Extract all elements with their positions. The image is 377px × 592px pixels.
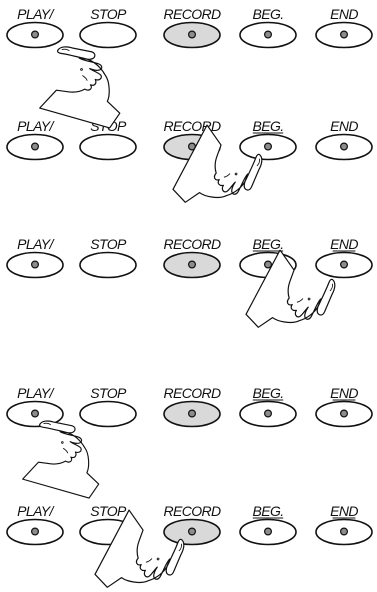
play-button: PLAY/ xyxy=(6,6,64,49)
step-row: PLAY/STOP RECORD BEG. END xyxy=(6,236,373,279)
button-label: PLAY/ xyxy=(17,385,55,401)
beg-button: BEG. xyxy=(239,6,297,49)
step-row: PLAY/STOP RECORD BEG. END xyxy=(6,503,373,546)
record-button: RECORD xyxy=(163,6,222,49)
button-label: END xyxy=(330,118,358,134)
button-label: RECORD xyxy=(163,236,221,252)
led-indicator-icon xyxy=(31,142,40,151)
pointing-hand-icon xyxy=(172,124,263,203)
button-label: END xyxy=(330,236,358,252)
button-label: END xyxy=(330,6,358,22)
led-indicator-icon xyxy=(340,409,349,418)
step-row: PLAY/STOP RECORD BEG. END xyxy=(6,6,373,49)
button-label: RECORD xyxy=(163,118,221,134)
led-indicator-icon xyxy=(340,260,349,269)
led-indicator-icon xyxy=(340,142,349,151)
button-label: BEG. xyxy=(252,503,283,519)
led-indicator-icon xyxy=(188,409,197,418)
play-button: PLAY/ xyxy=(6,236,64,279)
button-label: BEG. xyxy=(252,6,283,22)
beg-button: BEG. xyxy=(239,503,297,546)
record-button: RECORD xyxy=(163,236,222,279)
end-button: END xyxy=(315,385,373,428)
led-indicator-icon xyxy=(188,260,197,269)
button-label: END xyxy=(330,503,358,519)
end-button: END xyxy=(315,6,373,49)
stop-button: STOP xyxy=(79,6,137,49)
button-label: STOP xyxy=(90,236,127,252)
led-indicator-icon xyxy=(264,142,273,151)
record-button: RECORD xyxy=(163,385,222,428)
button-label: PLAY/ xyxy=(17,236,55,252)
button-label: RECORD xyxy=(163,503,221,519)
play-button: PLAY/ xyxy=(6,385,64,428)
hands-layer xyxy=(22,46,336,588)
stop-button: STOP xyxy=(79,385,137,428)
led-indicator-icon xyxy=(264,260,273,269)
button-label: PLAY/ xyxy=(17,118,55,134)
end-button: END xyxy=(315,503,373,546)
beg-button: BEG. xyxy=(239,385,297,428)
pointing-hand-icon xyxy=(22,420,100,499)
led-indicator-icon xyxy=(188,30,197,39)
button-body xyxy=(79,133,137,161)
led-indicator-icon xyxy=(31,30,40,39)
button-body xyxy=(79,400,137,428)
button-label: BEG. xyxy=(252,118,283,134)
beg-button: BEG. xyxy=(239,118,297,161)
button-label: END xyxy=(330,385,358,401)
pointing-hand-icon xyxy=(245,249,336,328)
led-indicator-icon xyxy=(31,260,40,269)
button-label: PLAY/ xyxy=(17,503,55,519)
led-indicator-icon xyxy=(340,30,349,39)
led-indicator-icon xyxy=(31,527,40,536)
button-label: RECORD xyxy=(163,385,221,401)
play-button: PLAY/ xyxy=(6,503,64,546)
button-label: STOP xyxy=(90,6,127,22)
led-indicator-icon xyxy=(188,527,197,536)
button-label: RECORD xyxy=(163,6,221,22)
button-label: BEG. xyxy=(252,385,283,401)
led-indicator-icon xyxy=(31,409,40,418)
button-label: STOP xyxy=(90,503,127,519)
step-row: PLAY/STOP RECORD BEG. END xyxy=(6,385,373,428)
buttons-layer: PLAY/STOP RECORD BEG. END PLAY/STOP RECORD BEG… xyxy=(6,6,373,546)
stop-button: STOP xyxy=(79,236,137,279)
led-indicator-icon xyxy=(264,527,273,536)
end-button: END xyxy=(315,118,373,161)
button-body xyxy=(79,251,137,279)
pointing-hand-icon xyxy=(39,46,121,129)
pointing-hand-icon xyxy=(94,509,185,588)
button-body xyxy=(79,21,137,49)
led-indicator-icon xyxy=(340,527,349,536)
end-button: END xyxy=(315,236,373,279)
led-indicator-icon xyxy=(264,30,273,39)
button-label: STOP xyxy=(90,385,127,401)
led-indicator-icon xyxy=(264,409,273,418)
record-button: RECORD xyxy=(163,503,222,546)
button-label: PLAY/ xyxy=(17,6,55,22)
button-label: BEG. xyxy=(252,236,283,252)
play-button: PLAY/ xyxy=(6,118,64,161)
